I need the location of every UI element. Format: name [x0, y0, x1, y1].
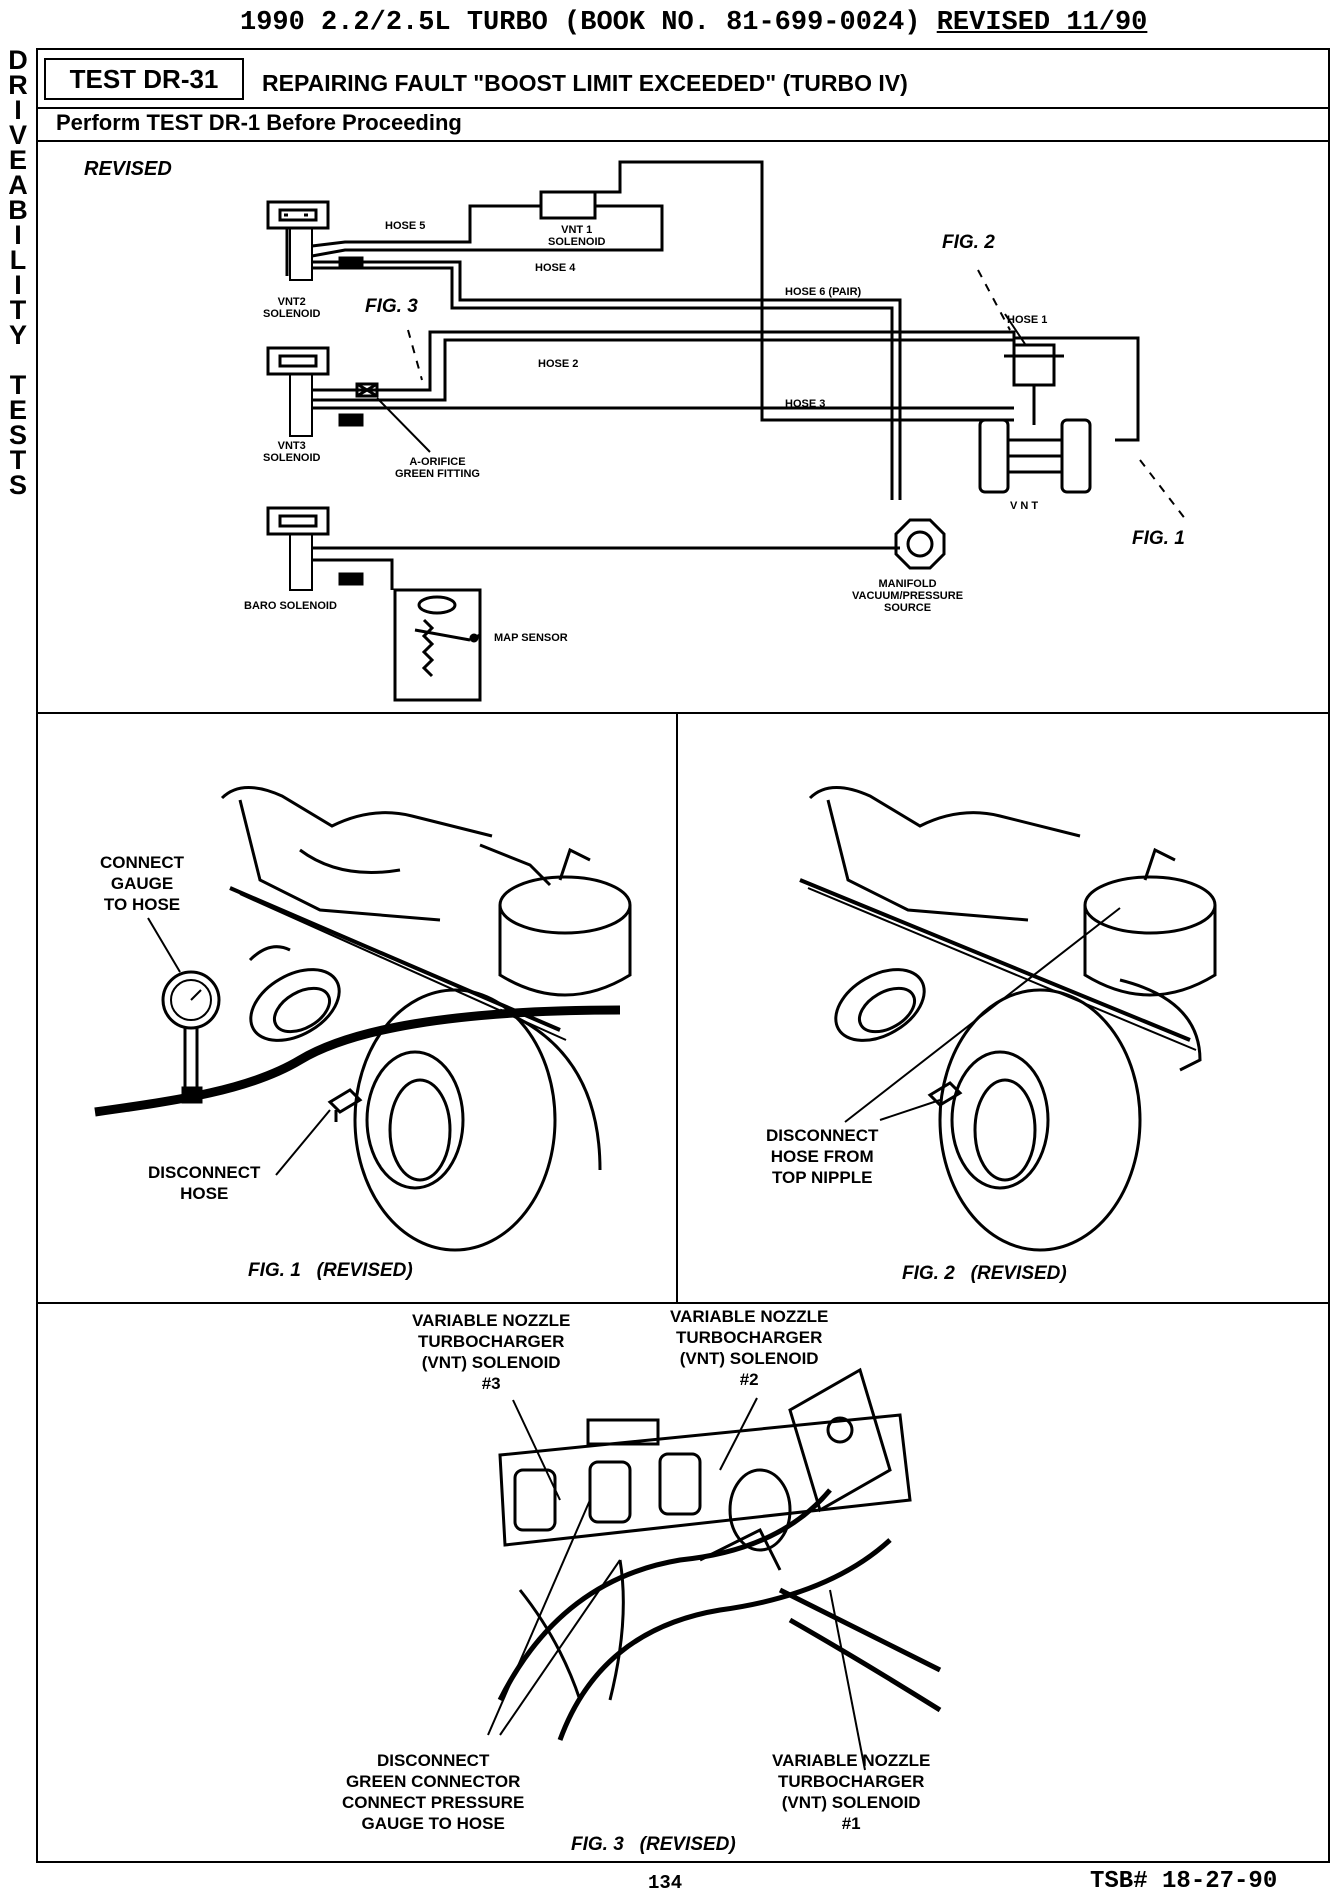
- fig3-callout-disconnect: DISCONNECT GREEN CONNECTOR CONNECT PRESS…: [342, 1751, 525, 1833]
- label-vnt1: VNT 1 SOLENOID: [548, 224, 606, 248]
- page-frame: [36, 48, 1330, 1863]
- side-label: D R I V E A B I L I T Y T E S T S: [8, 45, 28, 500]
- fig1-callout-disconnect: DISCONNECT HOSE: [148, 1163, 261, 1203]
- page-number: 134: [648, 1872, 683, 1894]
- tsb-number: TSB# 18-27-90: [1090, 1868, 1278, 1895]
- fig1-callout-gauge: CONNECT GAUGE TO HOSE: [100, 853, 185, 914]
- label-hose6: HOSE 6 (PAIR): [785, 286, 862, 298]
- fig3-callout-solenoid2: VARIABLE NOZZLE TURBOCHARGER (VNT) SOLEN…: [670, 1307, 829, 1389]
- label-vnt: V N T: [1010, 500, 1039, 512]
- label-manifold: MANIFOLD VACUUM/PRESSURE SOURCE: [852, 578, 964, 614]
- divider-title: [38, 107, 1328, 109]
- book-title: 1990 2.2/2.5L TURBO (BOOK NO. 81-699-002…: [240, 8, 921, 38]
- label-vnt3: VNT3 SOLENOID: [263, 440, 321, 464]
- fig2-callout-disconnect: DISCONNECT HOSE FROM TOP NIPPLE: [766, 1126, 879, 1187]
- label-orifice: A-ORIFICE GREEN FITTING: [395, 456, 480, 480]
- revision-date: REVISED 11/90: [936, 8, 1148, 38]
- test-prerequisite: Perform TEST DR-1 Before Proceeding: [56, 110, 462, 135]
- fig3-callout-solenoid1: VARIABLE NOZZLE TURBOCHARGER (VNT) SOLEN…: [772, 1751, 931, 1833]
- test-title: REPAIRING FAULT "BOOST LIMIT EXCEEDED" (…: [262, 70, 908, 96]
- label-hose3: HOSE 3: [785, 398, 826, 410]
- label-hose5: HOSE 5: [385, 220, 426, 232]
- baro-solenoid-icon: [266, 506, 364, 591]
- fig3-caption: FIG. 3 (REVISED): [571, 1834, 736, 1855]
- vnt3-solenoid-icon: [266, 346, 364, 437]
- divider-perform: [38, 140, 1328, 142]
- divider-fig1-fig2: [676, 712, 678, 1302]
- divider-schematic: [38, 712, 1328, 714]
- label-vnt2: VNT2 SOLENOID: [263, 296, 321, 320]
- revised-label: REVISED: [84, 158, 172, 180]
- label-map-sensor: MAP SENSOR: [494, 632, 568, 644]
- divider-figs: [38, 1302, 1328, 1304]
- label-fig1-pointer: FIG. 1: [1132, 528, 1185, 549]
- label-baro: BARO SOLENOID: [244, 600, 337, 612]
- fig1-caption: FIG. 1 (REVISED): [248, 1260, 413, 1281]
- label-fig2-pointer: FIG. 2: [942, 232, 995, 253]
- test-id-box: TEST DR-31: [44, 58, 244, 100]
- document-title: 1990 2.2/2.5L TURBO (BOOK NO. 81-699-002…: [240, 8, 1147, 38]
- label-fig3-pointer: FIG. 3: [365, 296, 418, 317]
- label-hose2: HOSE 2: [538, 358, 579, 370]
- label-hose4: HOSE 4: [535, 262, 576, 274]
- fig2-caption: FIG. 2 (REVISED): [902, 1263, 1067, 1284]
- fig3-callout-solenoid3: VARIABLE NOZZLE TURBOCHARGER (VNT) SOLEN…: [412, 1311, 571, 1393]
- label-hose1: HOSE 1: [1007, 314, 1048, 326]
